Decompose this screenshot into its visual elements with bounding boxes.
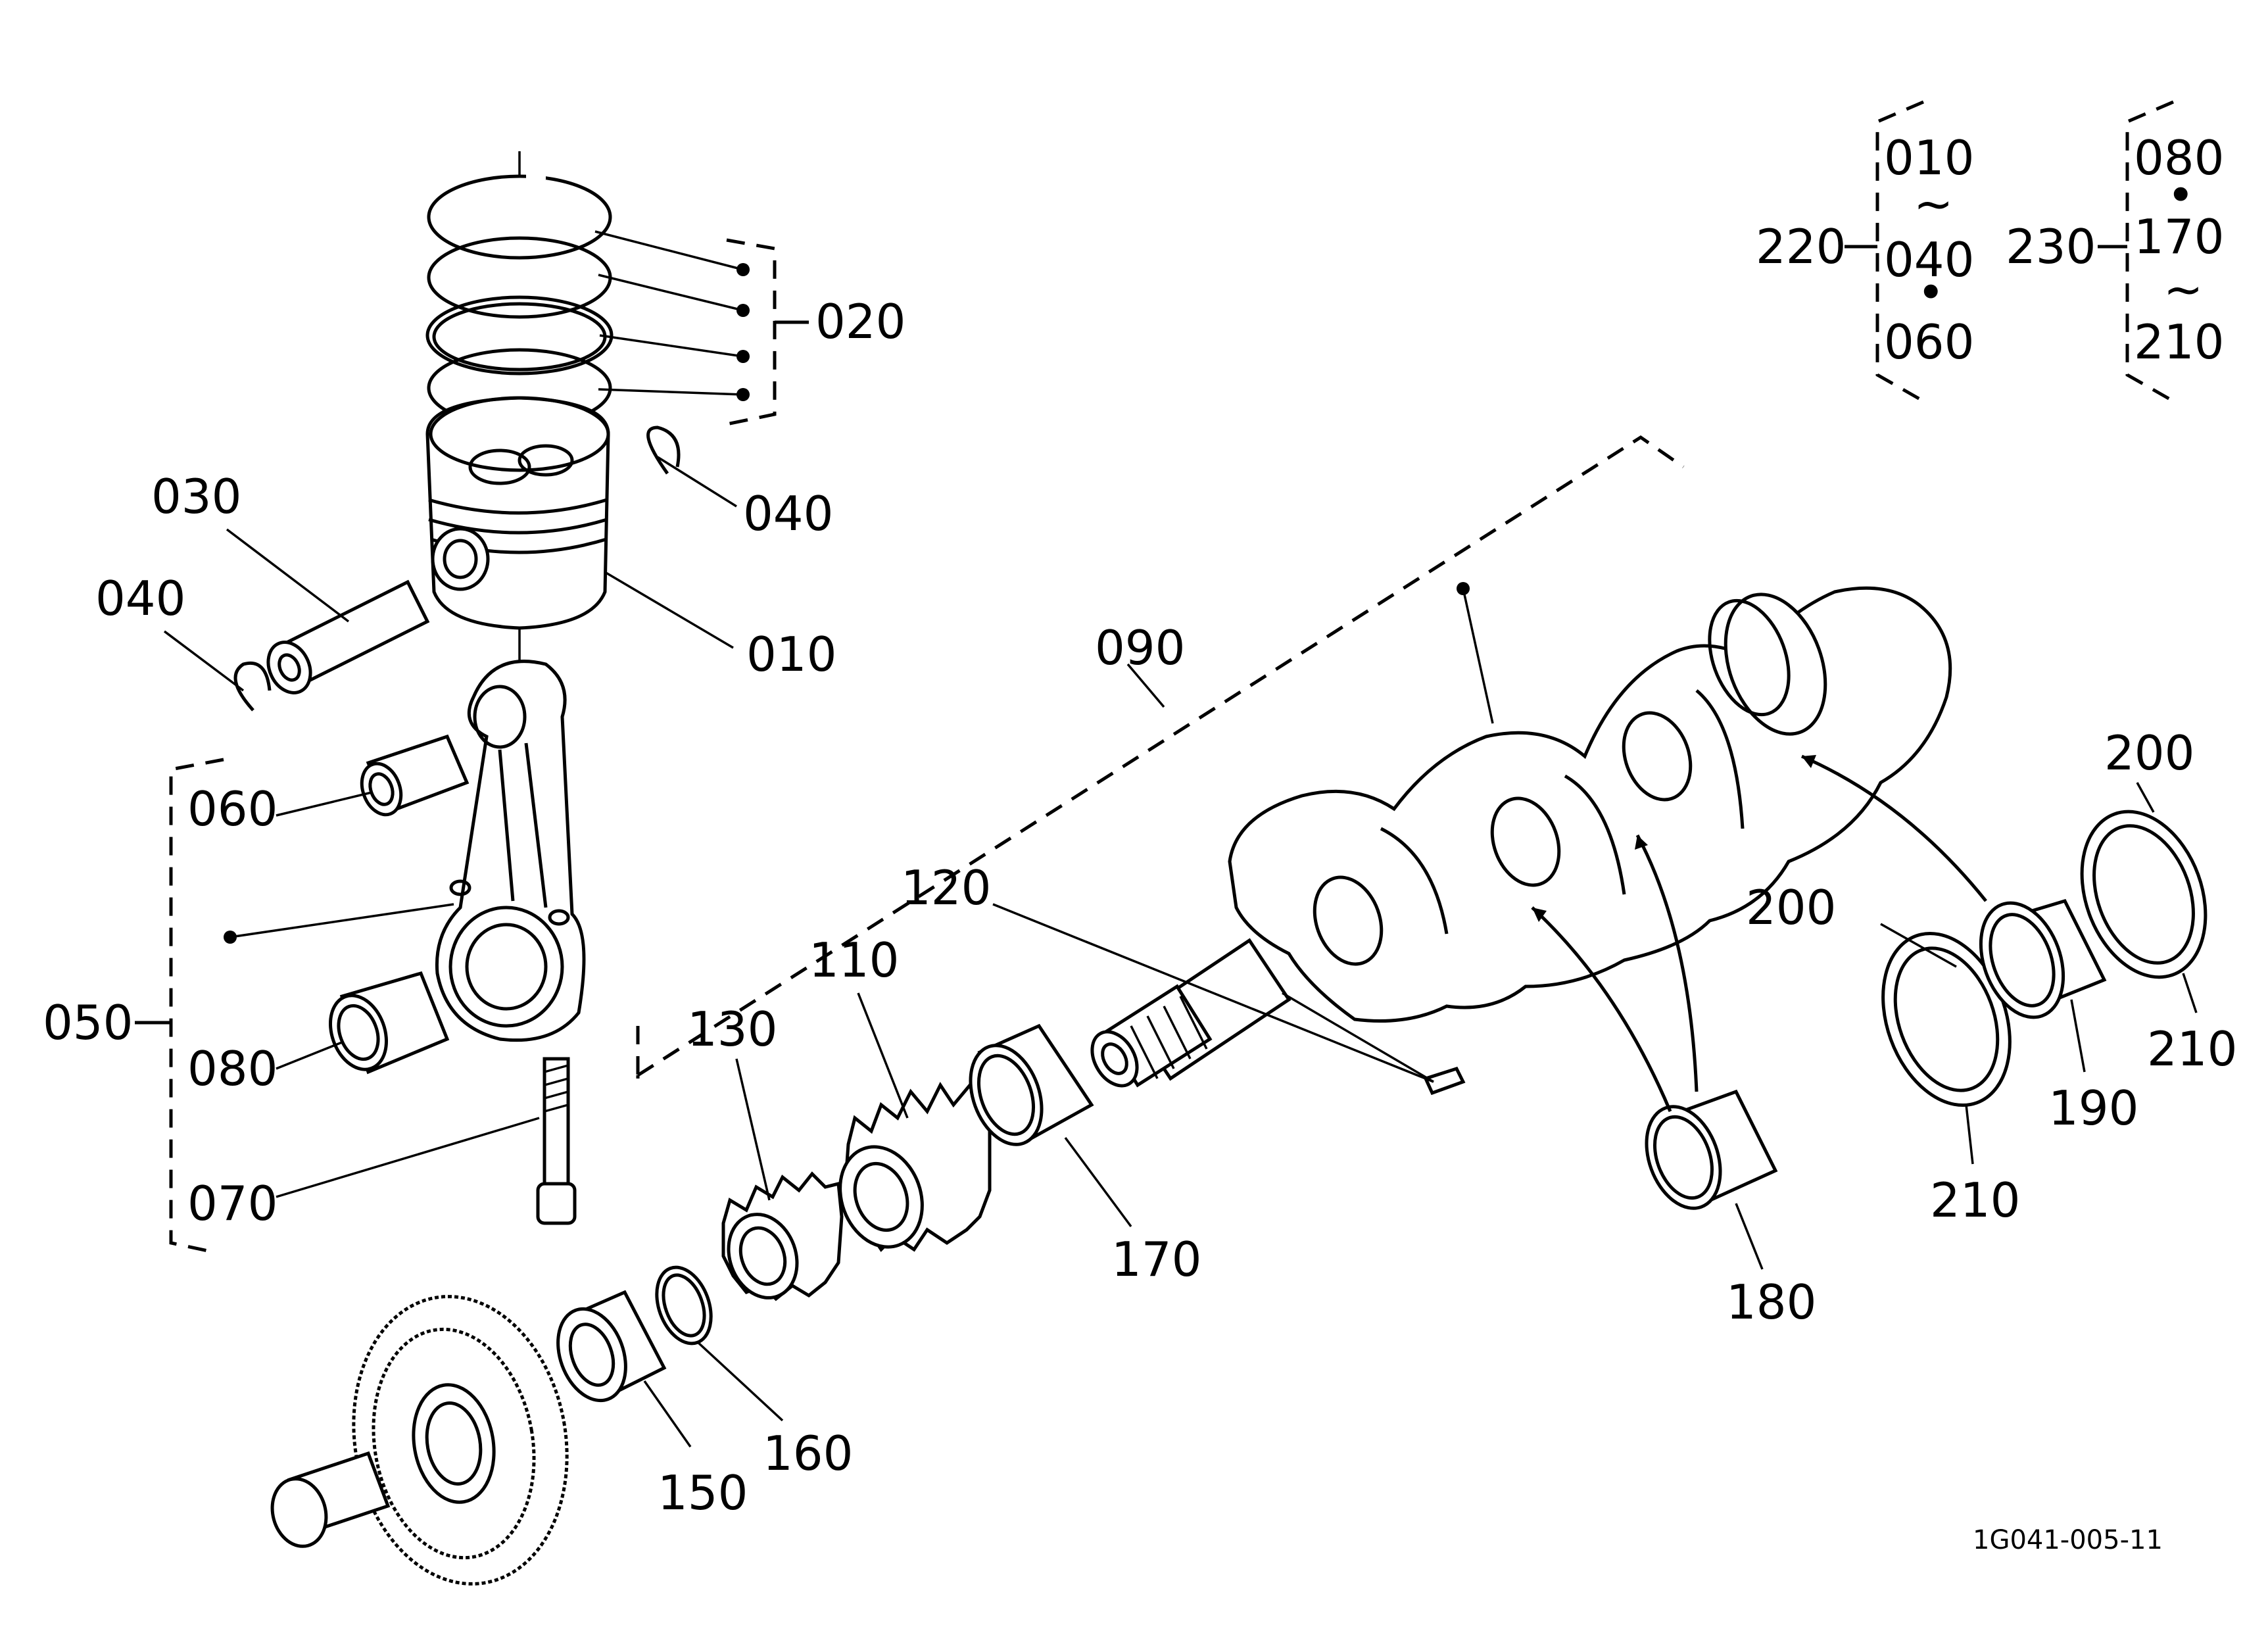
crankshaft	[1090, 586, 1952, 1096]
drawing-number: 1G041-005-11	[1973, 1525, 2163, 1555]
set-220-row-3: 040	[1884, 232, 1974, 287]
set-230-row-2: •	[2167, 168, 2194, 223]
label-060[interactable]: 060	[187, 781, 277, 837]
label-200-front[interactable]: 200	[1746, 880, 1836, 935]
crankshaft-bearing-180	[1645, 1089, 1778, 1210]
snap-rings	[233, 425, 681, 712]
install-arrows	[1531, 754, 1987, 1112]
connecting-rod	[328, 628, 586, 1225]
set-220-row-4: •	[1917, 265, 1944, 320]
label-170[interactable]: 170	[1111, 1232, 1201, 1287]
label-040-left[interactable]: 040	[95, 571, 185, 626]
o-ring-160	[655, 1265, 713, 1346]
label-210-rear[interactable]: 210	[2147, 1021, 2237, 1077]
set-230-row-5: 210	[2134, 314, 2224, 370]
label-130[interactable]: 130	[687, 1002, 777, 1057]
label-040-right[interactable]: 040	[743, 486, 833, 541]
crankshaft-pulley	[270, 1295, 569, 1586]
crank-gear-110	[838, 1082, 992, 1252]
label-020[interactable]: 020	[815, 294, 905, 349]
label-050[interactable]: 050	[43, 995, 133, 1050]
crankshaft-bearing-190	[1979, 899, 2107, 1019]
label-150[interactable]: 150	[658, 1465, 748, 1520]
piston-rings	[425, 151, 614, 428]
label-200-rear[interactable]: 200	[2104, 725, 2194, 781]
piston-pin	[266, 579, 430, 694]
kit-set-230: 230 080 • 170 ~ 210	[2006, 130, 2224, 370]
piston	[425, 396, 610, 630]
set-230-row-3: 170	[2134, 209, 2224, 264]
set-230-number[interactable]: 230	[2006, 219, 2096, 274]
thrust-washer-front	[1881, 931, 2012, 1107]
crankshaft-bearing-170	[969, 1023, 1094, 1146]
kit-set-220: 220 010 ~ 040 • 060	[1756, 130, 1974, 370]
set-220-row-2: ~	[1914, 176, 1953, 231]
leader-lines	[135, 230, 2198, 1448]
set-brackets	[169, 100, 2175, 1255]
oil-pump-gear-130	[721, 1171, 844, 1301]
label-090[interactable]: 090	[1095, 620, 1185, 675]
label-010[interactable]: 010	[746, 627, 836, 682]
label-180[interactable]: 180	[1726, 1274, 1816, 1330]
set-230-row-1: 080	[2134, 130, 2224, 185]
label-160[interactable]: 160	[763, 1426, 853, 1481]
thrust-washer-rear	[2080, 810, 2208, 979]
label-070[interactable]: 070	[187, 1176, 277, 1231]
label-120[interactable]: 120	[901, 860, 991, 915]
set-220-row-1: 010	[1884, 130, 1974, 185]
set-220-row-5: 060	[1884, 314, 1974, 370]
label-080[interactable]: 080	[187, 1041, 277, 1096]
collar-150	[556, 1290, 667, 1403]
label-110[interactable]: 110	[809, 933, 899, 988]
set-230-row-4: ~	[2163, 262, 2203, 317]
set-220-number[interactable]: 220	[1756, 219, 1846, 274]
label-030[interactable]: 030	[151, 469, 241, 524]
part-labels: 020 040 010 030 040 060 050 080 070 090 …	[43, 294, 2237, 1520]
label-190[interactable]: 190	[2048, 1080, 2138, 1136]
label-210-front[interactable]: 210	[1930, 1173, 2020, 1228]
